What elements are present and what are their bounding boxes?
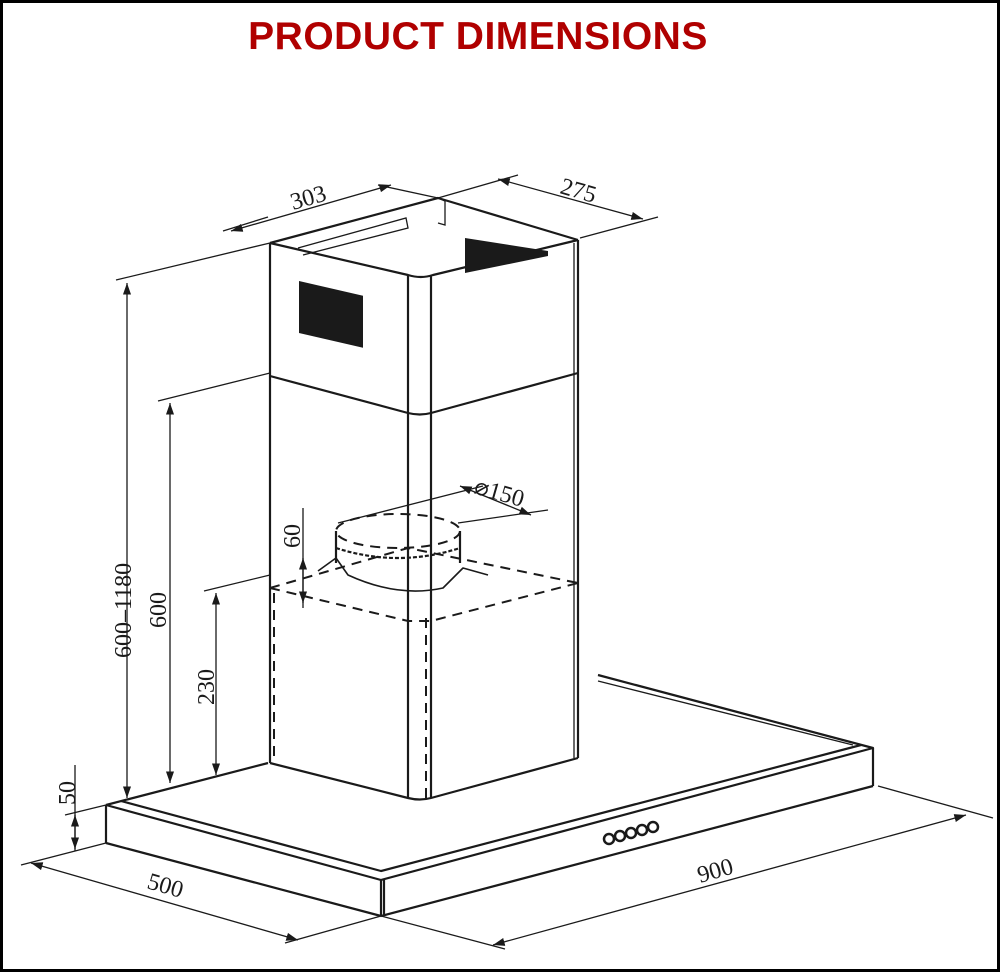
dim-canopy-width: 900 <box>380 785 994 950</box>
dim-lower-chimney: 600 <box>146 372 271 783</box>
chimney-lower <box>269 593 579 801</box>
dim-collar-height: 60 <box>280 508 308 608</box>
dim-150-label: ⌀150 <box>471 474 527 513</box>
dim-600-1180-label: 600–1180 <box>111 563 137 658</box>
dim-chimney-depth: 275 <box>437 174 659 239</box>
dim-total-height: 600–1180 <box>111 242 271 798</box>
control-buttons <box>602 820 660 846</box>
dim-canopy-depth: 500 <box>20 842 382 944</box>
chimney-upper <box>268 196 580 798</box>
dim-900-label: 900 <box>694 854 736 889</box>
dim-600-label: 600 <box>146 592 172 628</box>
dim-230-label: 230 <box>194 669 220 705</box>
page-title: PRODUCT DIMENSIONS <box>248 15 708 58</box>
dim-outlet-diameter: ⌀150 <box>337 474 549 524</box>
dim-outlet-height: 230 <box>194 574 271 775</box>
hood-drawing: 303 275 600–1180 600 230 <box>20 174 994 950</box>
dim-500-label: 500 <box>144 869 186 904</box>
dim-50-label: 50 <box>55 781 81 805</box>
dim-275-label: 275 <box>557 174 599 209</box>
canopy <box>104 673 875 918</box>
duct-outlet <box>269 513 579 622</box>
dim-303-label: 303 <box>287 181 329 216</box>
dim-60-label: 60 <box>280 524 306 548</box>
dim-canopy-thickness: 50 <box>55 765 107 851</box>
